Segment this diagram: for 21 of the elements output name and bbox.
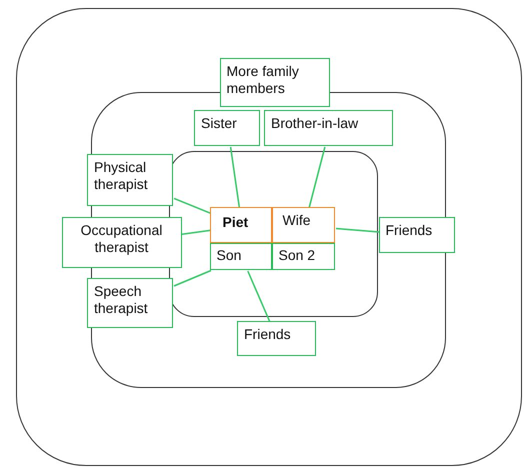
connector-line <box>247 270 271 322</box>
person-box: Friends <box>378 216 454 252</box>
connector-line <box>174 198 212 214</box>
person-box: Speech therapist <box>87 278 173 328</box>
connector-line <box>308 146 326 208</box>
connector-line <box>230 146 240 208</box>
connector-line <box>336 228 380 233</box>
connector-line <box>182 230 212 236</box>
support-circle-band <box>169 151 378 317</box>
person-box: Piet <box>210 206 272 242</box>
person-box: More family members <box>220 58 330 106</box>
person-box: Occupational therapist <box>62 216 182 268</box>
person-box: Son 2 <box>272 242 334 270</box>
person-box: Son <box>210 242 272 270</box>
person-box: Physical therapist <box>87 154 173 206</box>
person-box: Sister <box>194 110 260 146</box>
person-box: Friends <box>237 321 316 356</box>
connector-line <box>174 270 212 287</box>
person-box: Wife <box>272 206 334 242</box>
person-box: Brother-in-law <box>264 110 393 146</box>
support-circle-band <box>16 8 522 466</box>
